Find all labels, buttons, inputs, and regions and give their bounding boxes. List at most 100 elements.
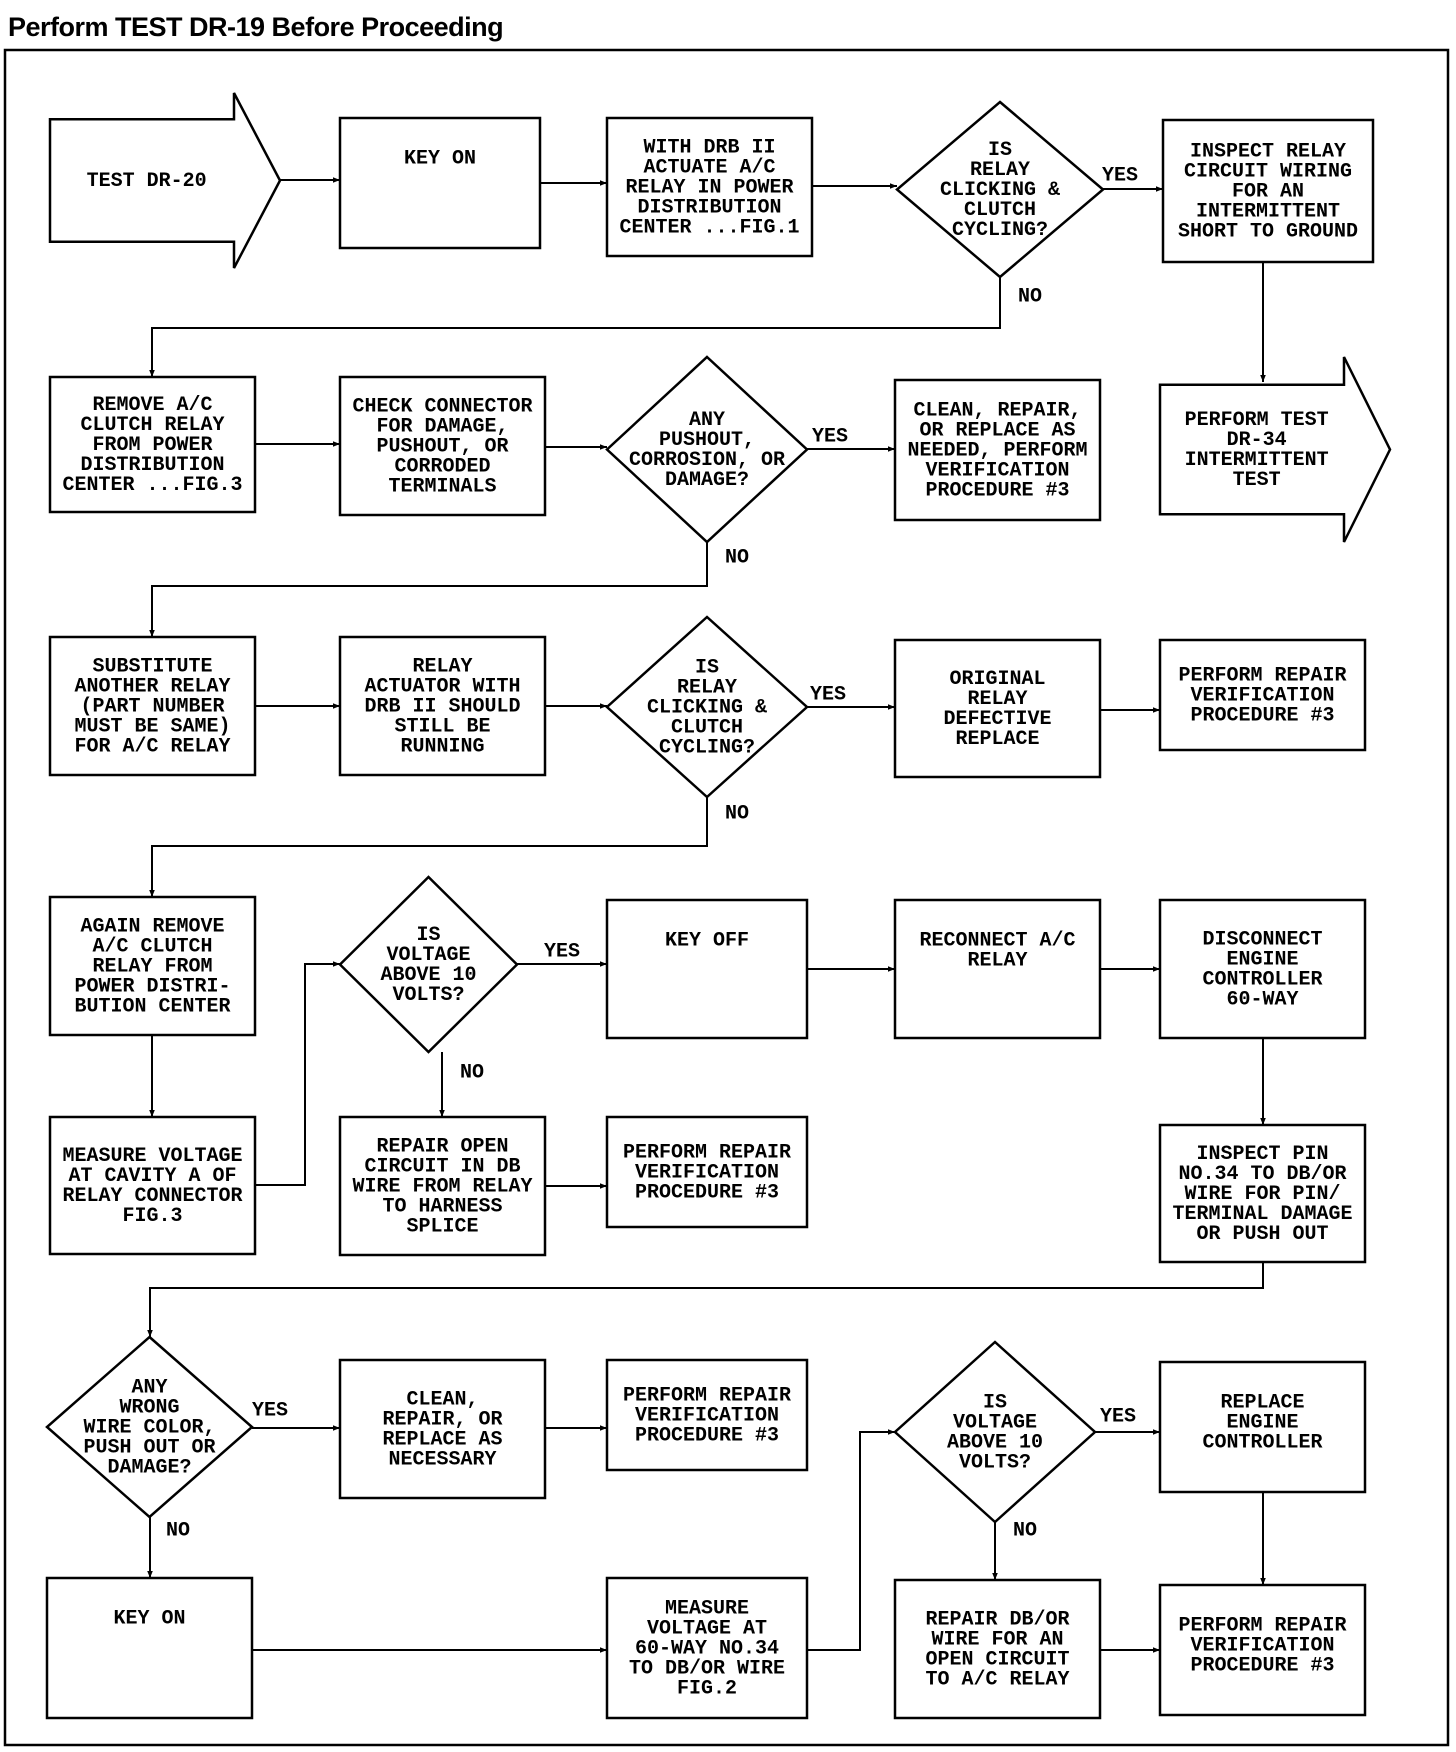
flow-node-n2: KEY ON (338, 116, 542, 250)
node-text-line: PUSH OUT OR (83, 1436, 215, 1459)
node-text-line: ENGINE (1226, 1411, 1298, 1434)
flow-node-n18: KEY OFF (605, 898, 809, 1040)
node-text-line: CLICKING & (647, 696, 767, 719)
node-text-line: CLEAN, (406, 1388, 478, 1411)
node-text-line: INTERMITTENT (1196, 200, 1340, 223)
node-text-line: WIRE FROM RELAY (352, 1175, 532, 1198)
node-text-line: TEST DR-20 (87, 170, 207, 193)
node-text-line: REPAIR, OR (382, 1408, 502, 1431)
decision-diamond (338, 875, 519, 1054)
node-text-line: IS (416, 924, 440, 947)
process-box (893, 898, 1102, 1040)
node-text-line: 60-WAY (1226, 988, 1298, 1011)
node-text-line: ENGINE (1226, 948, 1298, 971)
node-text-line: OPEN CIRCUIT (925, 1648, 1069, 1671)
process-box (605, 1358, 809, 1472)
flow-arrow-n31-n28 (807, 1429, 895, 1651)
edge-label: NO (1013, 1519, 1037, 1542)
block-arrow-shape (48, 92, 282, 269)
node-text-line: FIG.2 (677, 1677, 737, 1700)
node-text-line: KEY OFF (665, 929, 749, 952)
node-text-line: NEEDED, PERFORM (907, 439, 1087, 462)
node-text-line: PROCEDURE #3 (925, 479, 1069, 502)
decision-diamond (45, 1335, 254, 1519)
node-text-line: DISTRIBUTION (637, 196, 781, 219)
process-box (893, 638, 1102, 779)
node-text-line: TO DB/OR WIRE (629, 1657, 785, 1680)
node-text-line: KEY ON (113, 1607, 185, 1630)
edge-label: NO (725, 546, 749, 569)
node-text-line: CLEAN, REPAIR, (913, 399, 1081, 422)
flow-arrow-n21-n17 (255, 961, 340, 1186)
node-text-line: VOLTAGE AT (647, 1617, 767, 1640)
node-text-line: REPLACE (955, 728, 1039, 751)
node-text-line: DAMAGE? (107, 1456, 191, 1479)
process-box (48, 375, 257, 514)
flow-node-n30: KEY ON (45, 1576, 254, 1720)
node-text-line: SHORT TO GROUND (1178, 220, 1358, 243)
edge-label: YES (810, 683, 846, 706)
edge-label: YES (1100, 1405, 1136, 1428)
process-box (338, 1358, 547, 1500)
node-text-line: VERIFICATION (925, 459, 1069, 482)
node-text-line: CYCLING? (659, 736, 755, 759)
node-text-line: POWER DISTRI- (74, 975, 230, 998)
flow-node-n1: TEST DR-20 (48, 92, 282, 269)
node-text-line: OR PUSH OUT (1196, 1223, 1328, 1246)
node-text-line: CLUTCH RELAY (80, 414, 224, 437)
node-text-line: REPAIR DB/OR (925, 1608, 1069, 1631)
node-text-line: PROCEDURE #3 (1190, 704, 1334, 727)
node-text-line: TO A/C RELAY (925, 1668, 1069, 1691)
node-text-line: A/C CLUTCH (92, 935, 212, 958)
node-text-line: STILL BE (394, 715, 490, 738)
node-text-line: SPLICE (406, 1215, 478, 1238)
node-text-line: NO.34 TO DB/OR (1178, 1163, 1346, 1186)
node-text-line: AT CAVITY A OF (68, 1165, 236, 1188)
decision-diamond (605, 355, 809, 544)
process-box (45, 1576, 254, 1720)
process-box (48, 895, 257, 1037)
edge-label: NO (1018, 285, 1042, 308)
node-text-line: VOLTAGE (386, 944, 470, 967)
node-text-line: WRONG (119, 1396, 179, 1419)
block-arrow-shape (1158, 356, 1392, 543)
node-text-line: RECONNECT A/C (919, 929, 1075, 952)
process-box (893, 1578, 1102, 1720)
node-text-line: VOLTAGE (953, 1411, 1037, 1434)
node-text-line: WITH DRB II (643, 136, 775, 159)
edge-label: YES (544, 940, 580, 963)
node-text-line: PERFORM REPAIR (1178, 1614, 1346, 1637)
node-text-line: ABOVE 10 (947, 1431, 1043, 1454)
node-text-line: FIG.3 (122, 1205, 182, 1228)
decision-diamond (893, 1340, 1097, 1524)
node-text-line: 60-WAY NO.34 (635, 1637, 779, 1660)
page-title: Perform TEST DR-19 Before Proceeding (8, 12, 504, 42)
node-text-line: MUST BE SAME) (74, 715, 230, 738)
flow-arrow-n13-n16 (149, 797, 708, 897)
node-text-line: PUSHOUT, OR (376, 435, 508, 458)
edge-label: NO (166, 1519, 190, 1542)
process-box (48, 635, 257, 777)
node-text-line: ANY (689, 409, 725, 432)
node-text-line: OR REPLACE AS (919, 419, 1075, 442)
node-text-line: TERMINAL DAMAGE (1172, 1203, 1352, 1226)
node-text-line: CHECK CONNECTOR (352, 395, 532, 418)
